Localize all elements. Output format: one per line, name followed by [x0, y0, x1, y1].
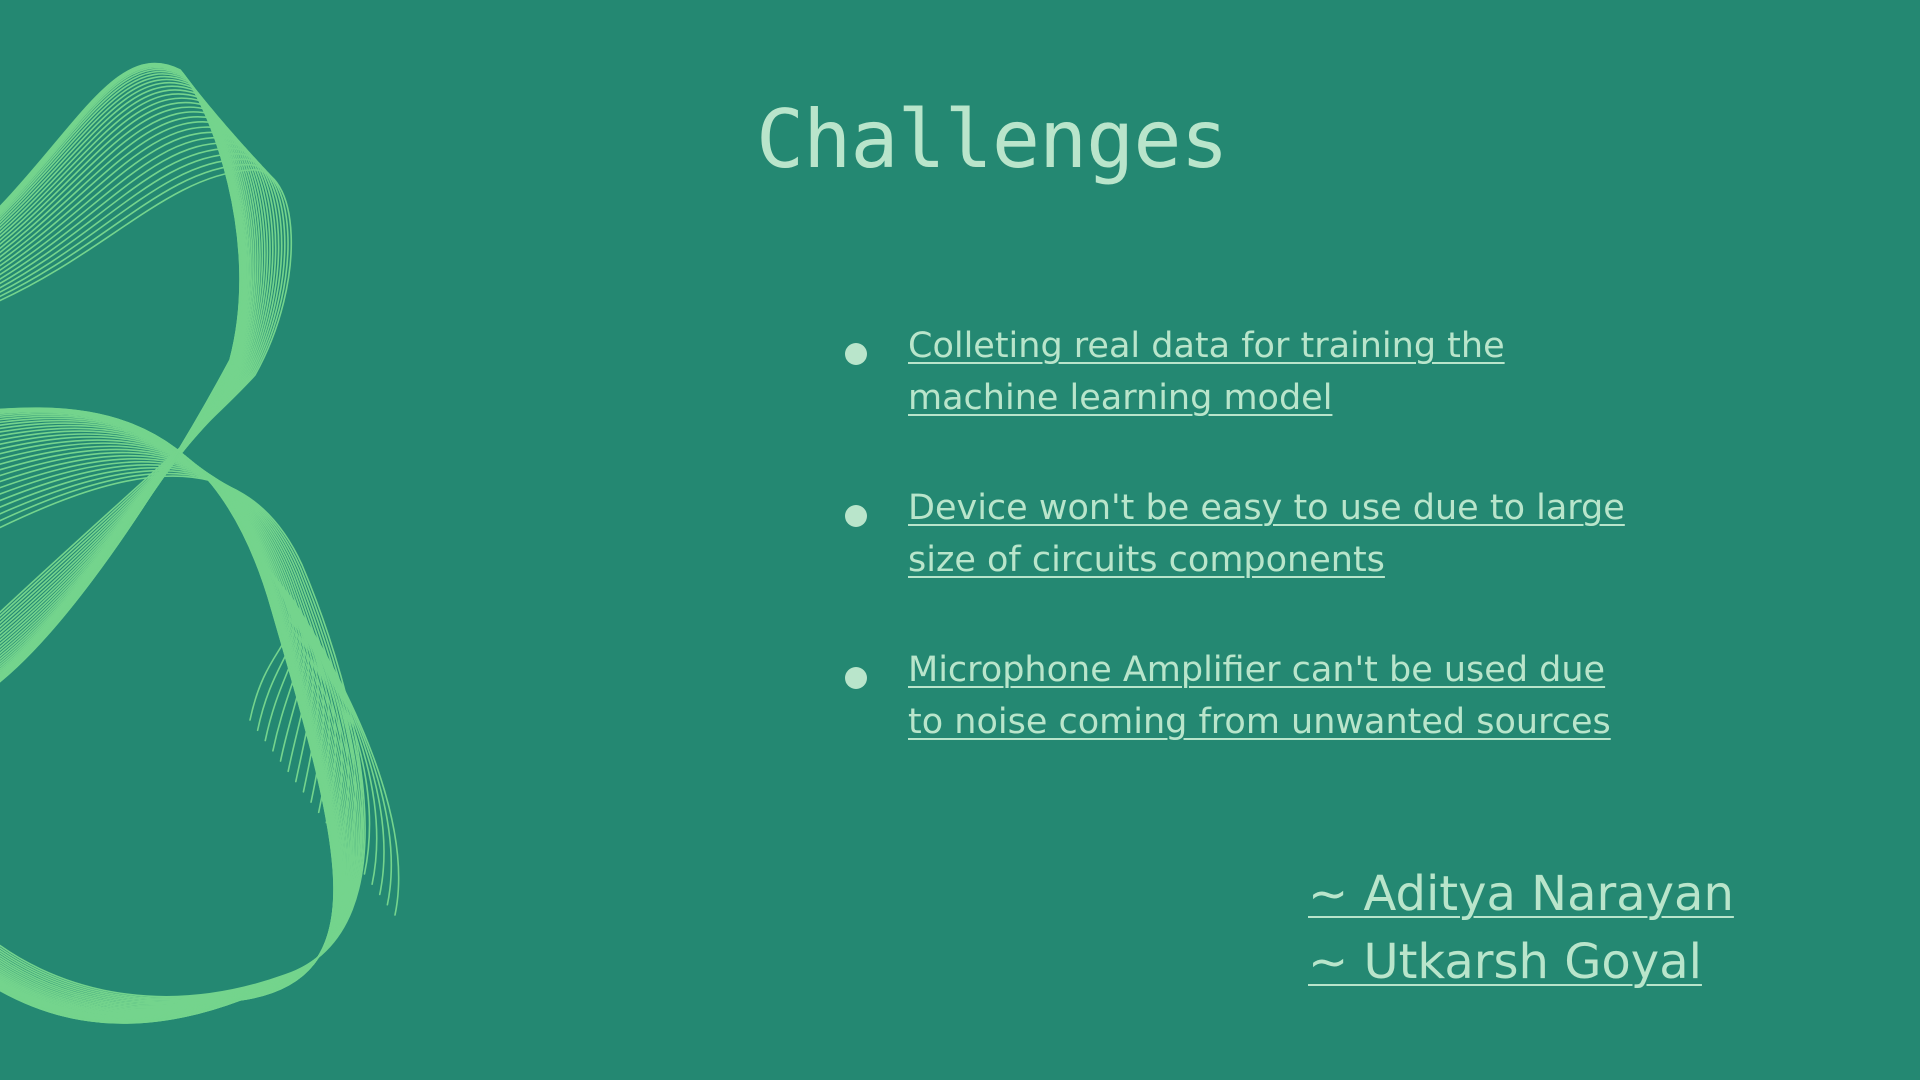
wave-line [0, 153, 361, 1002]
wave-line [0, 101, 346, 1015]
wave-line [0, 97, 345, 1016]
list-item: Microphone Amplifier can't be used due t… [840, 644, 1640, 748]
author-name: ~ Utkarsh Goyal [1308, 934, 1702, 990]
wave-line [0, 106, 347, 1014]
wave-line [0, 158, 363, 1001]
wave-line [0, 142, 358, 1005]
bullet-point-icon [845, 667, 867, 689]
challenge-text: Device won't be easy to use due to large… [908, 488, 1625, 580]
bullet-point-icon [845, 505, 867, 527]
bullet-point-icon [845, 343, 867, 365]
abstract-wave-line-art [0, 62, 400, 1024]
challenge-text: Microphone Amplifier can't be used due t… [908, 650, 1611, 742]
wave-line [0, 93, 344, 1017]
wave-line [0, 81, 341, 1020]
page-title: Challenges [756, 93, 1229, 186]
challenge-text: Colleting real data for training the mac… [908, 326, 1505, 418]
list-item: Device won't be easy to use due to large… [840, 482, 1640, 586]
wave-line [0, 89, 343, 1018]
challenges-list: Colleting real data for training the mac… [840, 320, 1640, 748]
list-item: Colleting real data for training the mac… [840, 320, 1640, 424]
author-name: ~ Aditya Narayan [1308, 866, 1734, 922]
wave-line [0, 111, 349, 1013]
wave-line [0, 78, 340, 1020]
wave-line [0, 85, 342, 1019]
wave-line [0, 126, 353, 1009]
wave-line [0, 131, 355, 1008]
wave-line [0, 147, 359, 1004]
wave-line [0, 62, 335, 1024]
wave-line [292, 599, 400, 916]
author-credits: ~ Aditya Narayan ~ Utkarsh Goyal [1308, 860, 1734, 996]
wave-line [0, 136, 356, 1006]
